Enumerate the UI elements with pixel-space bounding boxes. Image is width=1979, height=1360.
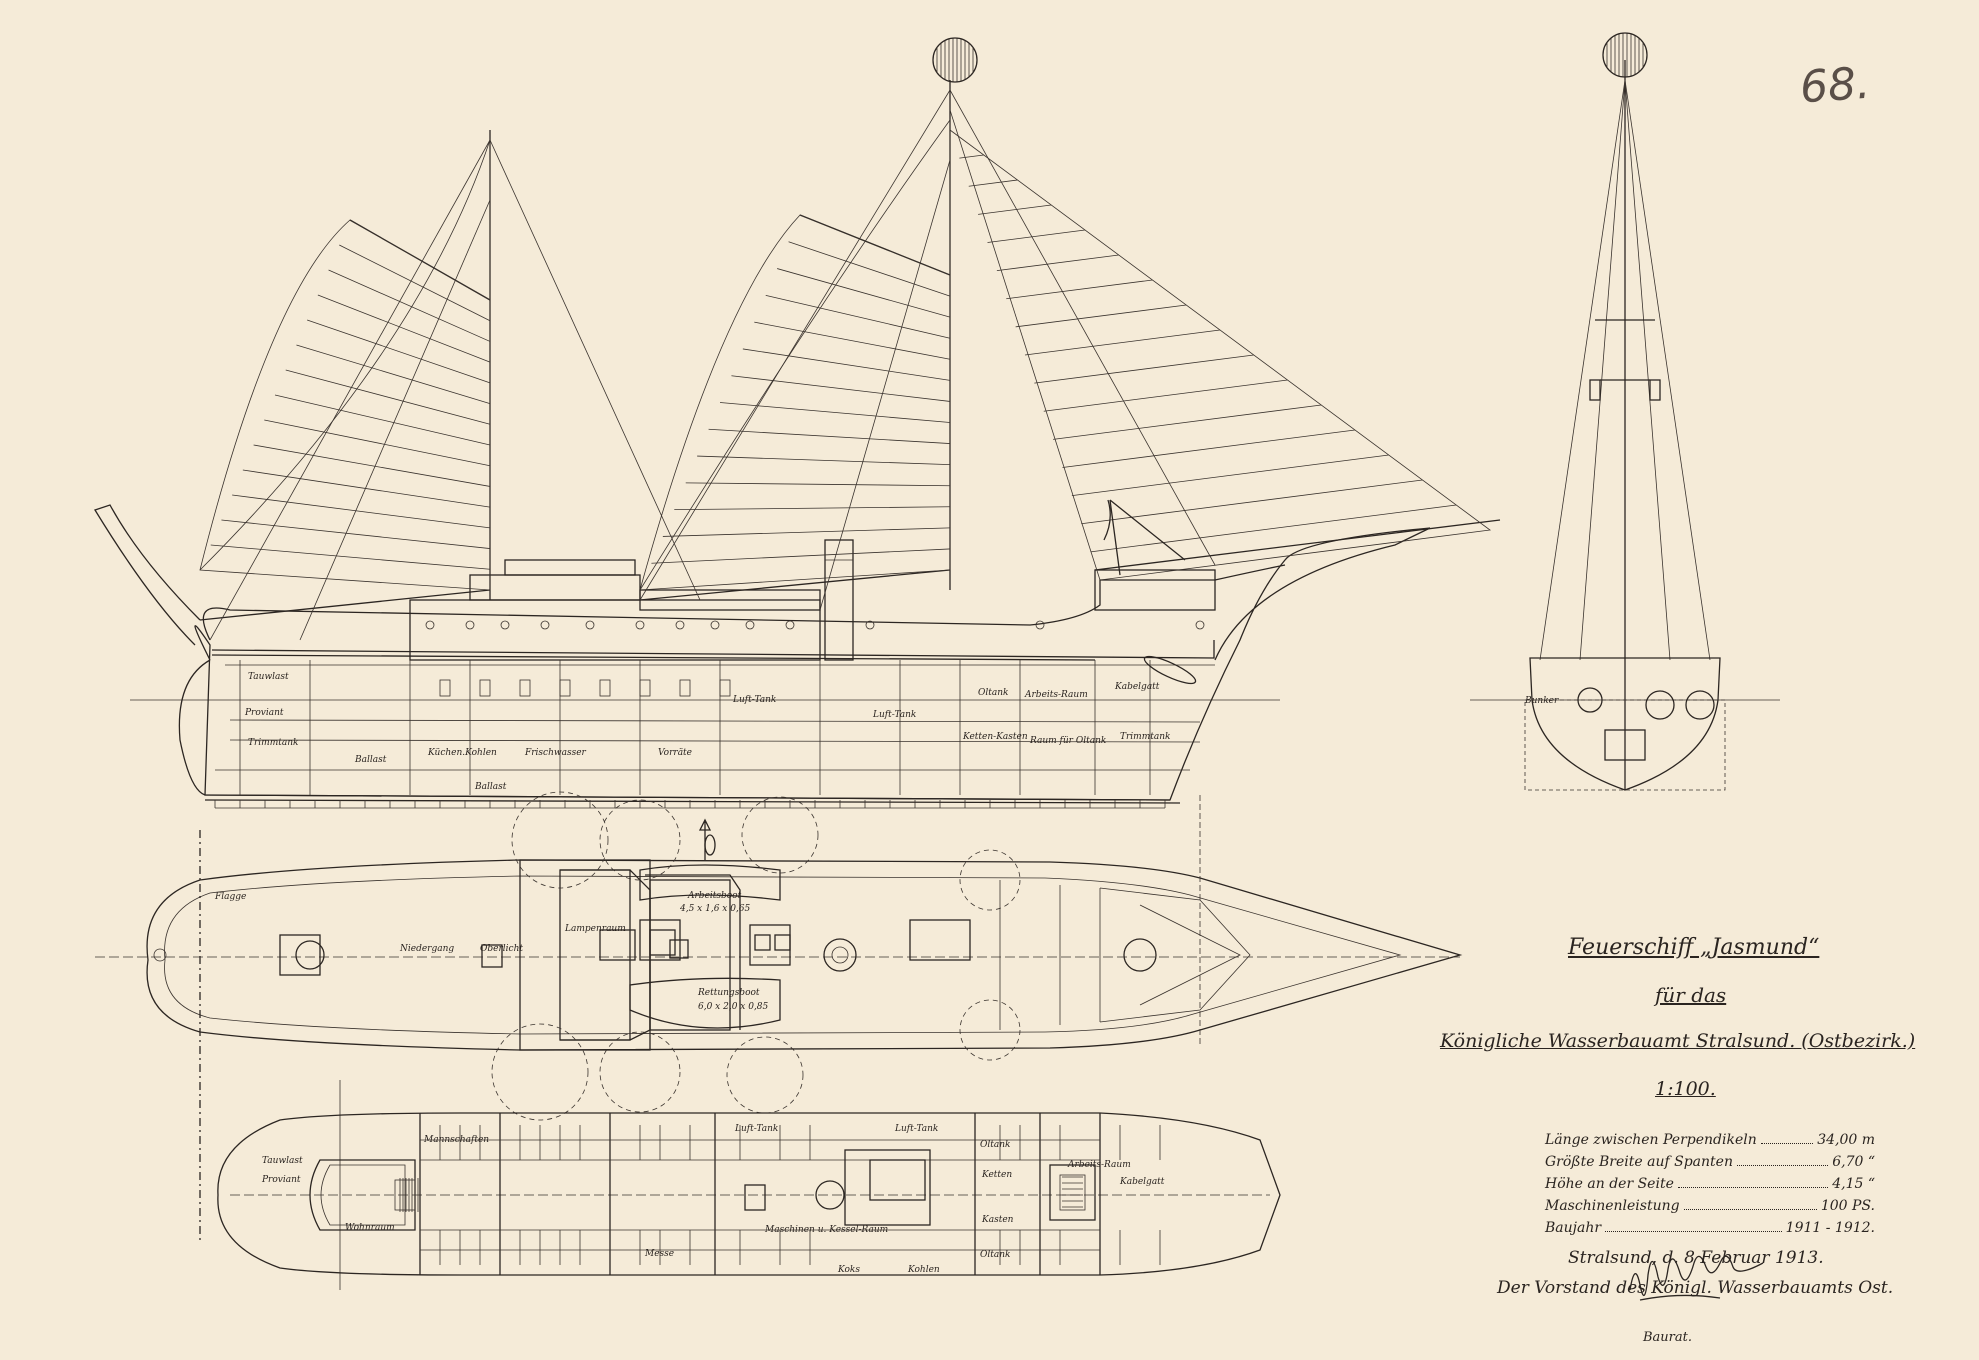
label-plan-maschinenraum: Maschinen u. Kessel-Raum bbox=[765, 1225, 889, 1235]
spec-label: Größte Breite auf Spanten bbox=[1545, 1154, 1733, 1170]
signature bbox=[1629, 1255, 1764, 1301]
rescue-boat bbox=[629, 977, 781, 1029]
label-plan-arbeitsraum: Arbeits-Raum bbox=[1068, 1160, 1131, 1170]
label-ballast: Ballast bbox=[355, 755, 387, 765]
label-plan-kohlen: Kohlen bbox=[908, 1265, 940, 1275]
drawing-scale: 1:100. bbox=[1655, 1078, 1716, 1100]
label-lampenraum: Lampenraum bbox=[565, 924, 626, 934]
label-plan-kasten: Kasten bbox=[982, 1215, 1014, 1225]
lower-plan bbox=[217, 1112, 1281, 1276]
sheer-line bbox=[202, 564, 1286, 641]
spec-row: Höhe an der Seite 4,15 “ bbox=[1545, 1176, 1875, 1192]
label-tauwlast: Tauwlast bbox=[248, 672, 289, 682]
label-kettenkasten: Ketten-Kasten bbox=[963, 732, 1028, 742]
label-bunker: Bunker bbox=[1525, 696, 1559, 706]
side-elevation bbox=[94, 37, 1501, 809]
label-rettungsboot-dims: 6,0 x 2,0 x 0,85 bbox=[698, 1002, 769, 1012]
ship-name: Feuerschiff „Jasmund“ bbox=[1568, 935, 1820, 960]
label-niedergang: Niedergang bbox=[400, 944, 455, 954]
label-plan-tauwlast: Tauwlast bbox=[262, 1156, 303, 1166]
forecastle bbox=[1094, 569, 1216, 611]
stern bbox=[178, 659, 211, 796]
spec-label: Höhe an der Seite bbox=[1545, 1176, 1674, 1192]
spec-value: 1911 - 1912. bbox=[1785, 1220, 1875, 1236]
sheet-number: 68. bbox=[1798, 57, 1872, 114]
label-oltank: Oltank bbox=[978, 688, 1009, 698]
section-hull bbox=[1529, 657, 1721, 791]
spec-value: 100 PS. bbox=[1820, 1198, 1875, 1214]
section-lantern-ball bbox=[1602, 32, 1648, 78]
label-plan-ketten: Ketten bbox=[982, 1170, 1013, 1180]
work-boat bbox=[639, 864, 781, 901]
label-rettungsboot: Rettungsboot bbox=[698, 988, 760, 998]
spec-label: Maschinenleistung bbox=[1545, 1198, 1680, 1214]
deck-outline bbox=[146, 859, 1463, 1051]
label-kabelgatt: Kabelgatt bbox=[1115, 682, 1160, 692]
label-trimmtank-fwd: Trimmtank bbox=[1120, 732, 1171, 742]
spec-value: 6,70 “ bbox=[1832, 1154, 1875, 1170]
main-topsail bbox=[639, 118, 951, 591]
spec-label: Baujahr bbox=[1545, 1220, 1602, 1236]
lantern-ball bbox=[932, 37, 978, 83]
spec-row: Maschinenleistung 100 PS. bbox=[1545, 1198, 1875, 1214]
midship-section bbox=[1470, 32, 1780, 791]
portholes bbox=[425, 620, 1205, 697]
label-plan-oltank-1: Oltank bbox=[980, 1140, 1011, 1150]
label-vorraete: Vorräte bbox=[658, 748, 693, 758]
label-arbeitsboot: Arbeitsboot bbox=[688, 891, 742, 901]
deck-plan bbox=[95, 791, 1463, 1290]
funnel bbox=[824, 539, 854, 661]
label-plan-kabelgatt: Kabelgatt bbox=[1120, 1177, 1165, 1187]
label-plan-wohnraum: Wohnraum bbox=[345, 1223, 395, 1233]
label-plan-lufttank-2: Luft-Tank bbox=[895, 1124, 939, 1134]
label-frischwasser: Frischwasser bbox=[525, 748, 586, 758]
spec-row: Baujahr 1911 - 1912. bbox=[1545, 1220, 1875, 1236]
spec-label: Länge zwischen Perpendikeln bbox=[1545, 1132, 1757, 1148]
label-oberlicht: Oberlicht bbox=[480, 944, 523, 954]
mizzen-topsail bbox=[199, 139, 491, 590]
label-plan-koks: Koks bbox=[838, 1265, 860, 1275]
davit-radii bbox=[491, 791, 1021, 1121]
label-lufttank-2: Luft-Tank bbox=[873, 710, 917, 720]
signature-title: Baurat. bbox=[1643, 1330, 1692, 1345]
label-kuechen-kohlen: Küchen.Kohlen bbox=[428, 748, 497, 758]
issuer: Der Vorstand des Königl. Wasserbauamts O… bbox=[1497, 1278, 1894, 1298]
spec-row: Größte Breite auf Spanten 6,70 “ bbox=[1545, 1154, 1875, 1170]
label-raum-oltank: Raum für Oltank bbox=[1030, 736, 1107, 746]
label-plan-mannschaften: Mannschaften bbox=[424, 1135, 490, 1145]
label-plan-messe: Messe bbox=[645, 1249, 675, 1259]
label-ballast-keel: Ballast bbox=[475, 782, 507, 792]
jib-sail bbox=[949, 129, 1492, 581]
mizzen-sail bbox=[199, 219, 491, 591]
label-flagge: Flagge bbox=[215, 892, 247, 902]
place-date: Stralsund, d. 8 Februar 1913. bbox=[1568, 1248, 1824, 1268]
rudder-post bbox=[94, 504, 201, 646]
frame-scale bbox=[214, 800, 1166, 809]
label-lufttank-1: Luft-Tank bbox=[733, 695, 777, 705]
plan-subdivisions bbox=[420, 1125, 1161, 1265]
spec-value: 4,15 “ bbox=[1832, 1176, 1875, 1192]
sail-seams bbox=[210, 154, 1457, 570]
label-arbeitsboot-dims: 4,5 x 1,6 x 0,65 bbox=[680, 904, 751, 914]
label-plan-proviant: Proviant bbox=[262, 1175, 301, 1185]
bulkheads bbox=[229, 660, 1201, 795]
authority-name: Königliche Wasserbauamt Stralsund. (Ostb… bbox=[1440, 1030, 1916, 1052]
rigging bbox=[209, 89, 1216, 641]
for-line: für das bbox=[1655, 983, 1727, 1007]
spec-value: 34,00 m bbox=[1817, 1132, 1875, 1148]
label-plan-oltank-2: Oltank bbox=[980, 1250, 1011, 1260]
label-plan-lufttank-1: Luft-Tank bbox=[735, 1124, 779, 1134]
main-sail bbox=[639, 214, 951, 591]
deckhouse bbox=[409, 599, 821, 661]
label-proviant: Proviant bbox=[245, 708, 284, 718]
label-trimmtank-aft: Trimmtank bbox=[248, 738, 299, 748]
lower-plan-outline bbox=[217, 1112, 1281, 1276]
label-arbeitsraum: Arbeits-Raum bbox=[1025, 690, 1088, 700]
spec-row: Länge zwischen Perpendikeln 34,00 m bbox=[1545, 1132, 1875, 1148]
hull-outline bbox=[194, 527, 1431, 801]
